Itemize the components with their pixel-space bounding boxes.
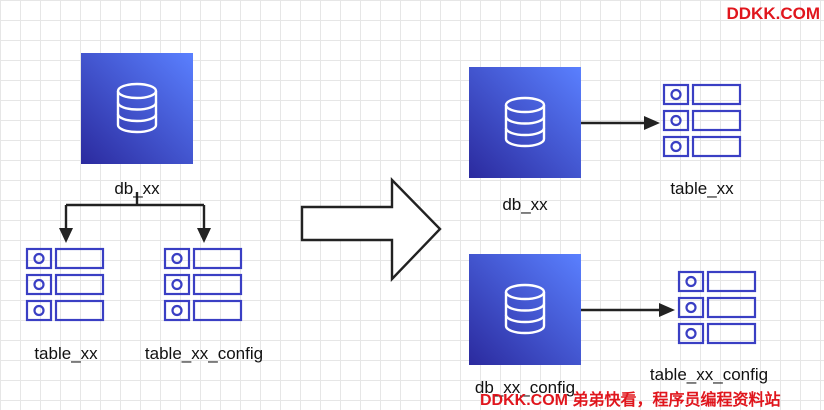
table-icon bbox=[163, 247, 243, 322]
watermark-bottom: DDKK.COM 弟弟快看，程序员编程资料站 bbox=[480, 392, 781, 409]
right-database-node-1 bbox=[469, 67, 581, 178]
arrowhead-left-2 bbox=[197, 228, 211, 243]
table-icon bbox=[677, 270, 757, 345]
right-database-node-2 bbox=[469, 254, 581, 365]
left-table-label-2: table_xx_config bbox=[144, 344, 264, 363]
big-right-arrow-icon bbox=[300, 177, 442, 282]
arrowhead-right-2 bbox=[659, 303, 675, 317]
table-icon bbox=[25, 247, 105, 322]
left-database-node bbox=[81, 53, 193, 164]
left-database-label: db_xx bbox=[114, 179, 160, 198]
right-database-label-2: db_xx_config bbox=[474, 378, 576, 397]
arrowhead-right-1 bbox=[644, 116, 660, 130]
right-database-label-1: db_xx bbox=[502, 195, 548, 214]
right-table-label-2: table_xx_config bbox=[649, 365, 769, 384]
right-table-label-1: table_xx bbox=[670, 179, 734, 198]
table-icon bbox=[662, 83, 742, 158]
watermark-top: DDKK.COM bbox=[726, 4, 821, 23]
left-table-label-1: table_xx bbox=[34, 344, 98, 363]
arrowhead-left-1 bbox=[59, 228, 73, 243]
left-connectors bbox=[64, 192, 206, 230]
